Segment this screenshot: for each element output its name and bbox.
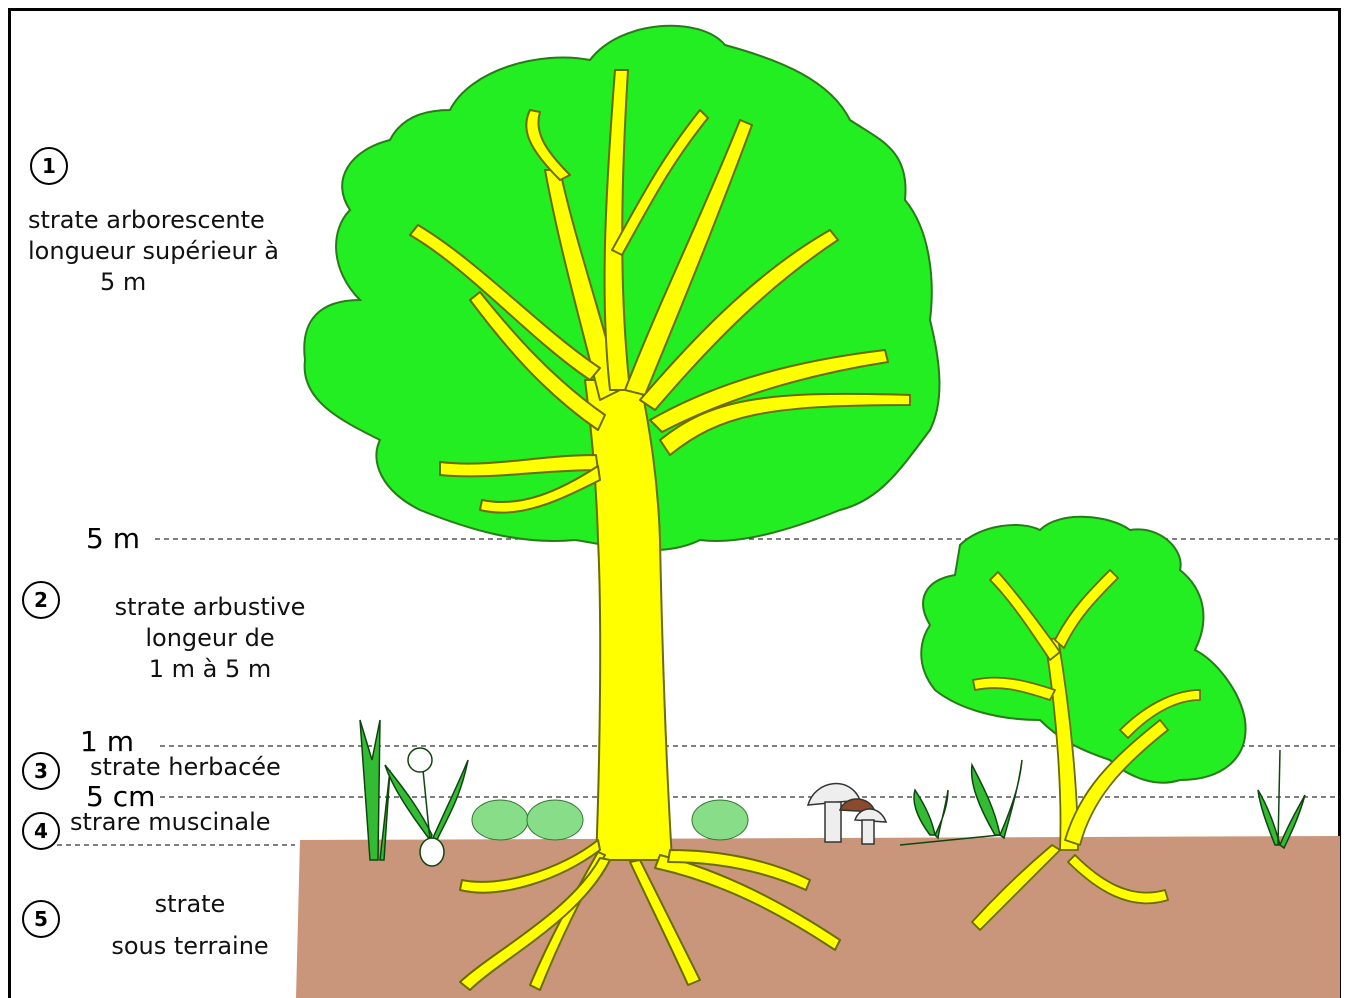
stratum-5-line-2: sous terraine	[90, 925, 290, 967]
stratum-3-number: 3	[22, 752, 60, 790]
stratum-2-line-1: strate arbustive	[90, 592, 330, 623]
grass-left	[360, 720, 390, 860]
small-tree-canopy	[921, 517, 1245, 783]
stratum-1-label: strate arborescente longueur supérieur à…	[28, 205, 279, 298]
stratum-1-line-2: longueur supérieur à	[28, 236, 279, 267]
stratum-5-line-1: strate	[90, 883, 290, 925]
stratum-2-number: 2	[22, 581, 60, 619]
stratum-1-line-1: strate arborescente	[28, 205, 279, 236]
stratum-1-line-3: 5 m	[28, 267, 279, 298]
stratum-2-line-3: 1 m à 5 m	[90, 654, 330, 685]
stratum-2-label: strate arbustive longeur de 1 m à 5 m	[90, 592, 330, 685]
small-herbs	[900, 760, 1022, 845]
mushrooms	[808, 784, 886, 844]
stratum-2-line-2: longeur de	[90, 623, 330, 654]
height-mark-1m: 1 m	[80, 727, 134, 757]
stratum-1-number: 1	[30, 147, 68, 185]
grass-right	[1258, 750, 1305, 848]
stratum-4-number: 4	[22, 812, 60, 850]
height-mark-5cm: 5 cm	[86, 782, 155, 812]
soil-layer	[296, 836, 1340, 998]
stratum-5-number: 5	[22, 900, 60, 938]
height-mark-5m: 5 m	[86, 524, 140, 554]
stratum-5-label: strate sous terraine	[90, 883, 290, 967]
